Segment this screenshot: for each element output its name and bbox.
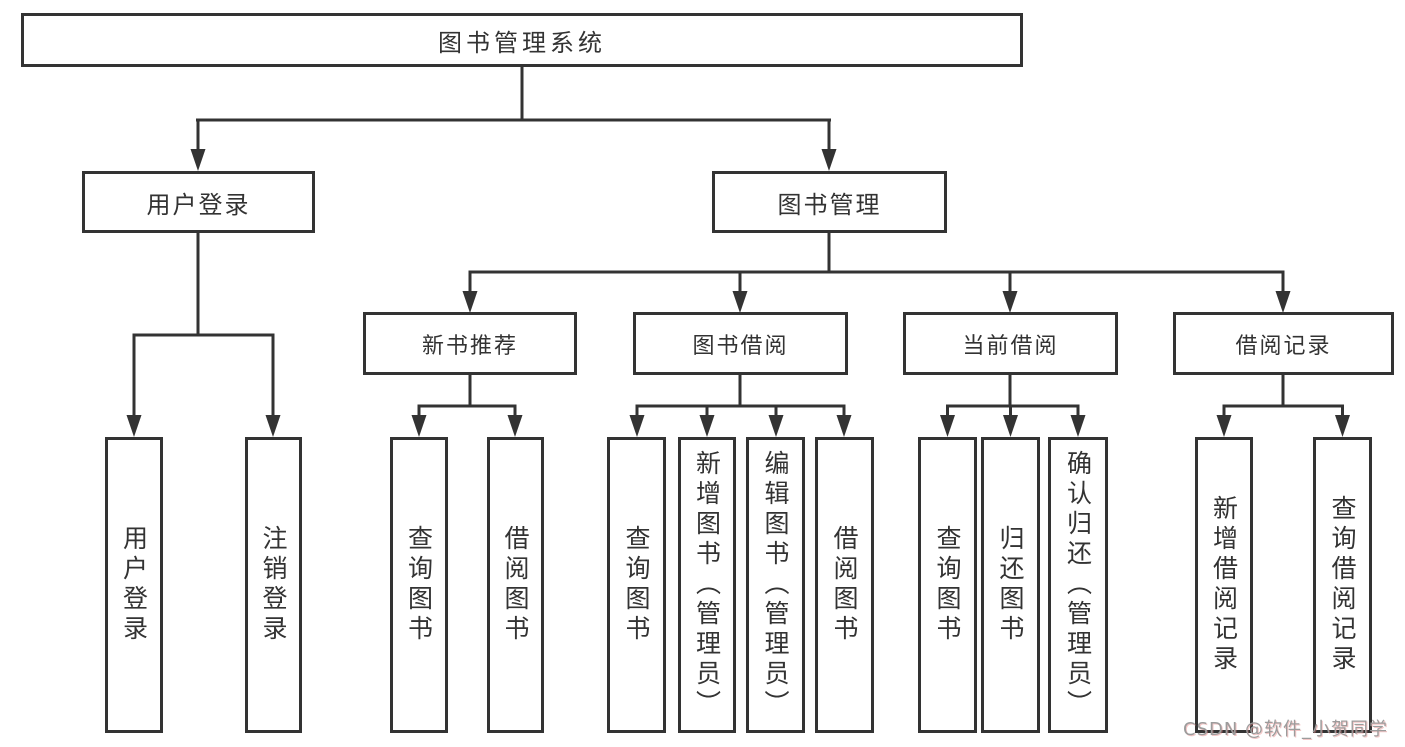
connector-book-borrow <box>629 375 852 437</box>
connector-root <box>190 67 837 171</box>
connector-new-book-rec <box>411 375 523 437</box>
leaf-cb-query-book-label: 查询图书 <box>933 525 962 645</box>
connector-borrow-records <box>1216 375 1350 437</box>
leaf-bb-edit-book: 编辑图书（管理员） <box>746 437 805 733</box>
node-book-mgmt: 图书管理 <box>712 171 947 233</box>
node-book-borrow-label: 图书借阅 <box>692 333 789 359</box>
leaf-nbr-query-book-label: 查询图书 <box>404 525 434 645</box>
leaf-cb-return-book: 归还图书 <box>981 437 1040 733</box>
leaf-cb-confirm-return: 确认归还（管理员） <box>1048 437 1108 733</box>
leaf-user-login-label: 用户登录 <box>119 525 149 645</box>
leaf-nbr-borrow-book-label: 借阅图书 <box>501 525 530 645</box>
node-user-login: 用户登录 <box>82 171 315 233</box>
node-current-borrow-label: 当前借阅 <box>962 333 1059 359</box>
leaf-br-add-record: 新增借阅记录 <box>1195 437 1253 733</box>
connector-book-mgmt <box>462 233 1291 313</box>
leaf-bb-query-book-label: 查询图书 <box>622 525 651 645</box>
leaf-user-login: 用户登录 <box>105 437 163 733</box>
leaf-br-add-record-label: 新增借阅记录 <box>1209 495 1239 675</box>
leaf-nbr-query-book: 查询图书 <box>390 437 448 733</box>
leaf-cb-return-book-label: 归还图书 <box>996 525 1025 645</box>
leaf-bb-query-book: 查询图书 <box>607 437 666 733</box>
node-book-mgmt-label: 图书管理 <box>777 190 882 219</box>
leaf-bb-add-book: 新增图书（管理员） <box>678 437 736 733</box>
leaf-nbr-borrow-book: 借阅图书 <box>487 437 544 733</box>
node-borrow-records: 借阅记录 <box>1173 312 1394 375</box>
leaf-br-query-record: 查询借阅记录 <box>1313 437 1372 733</box>
node-borrow-records-label: 借阅记录 <box>1235 333 1332 359</box>
leaf-bb-edit-book-label: 编辑图书（管理员） <box>761 450 790 720</box>
leaf-br-query-record-label: 查询借阅记录 <box>1328 495 1357 675</box>
connector-current-borrow <box>940 375 1086 437</box>
leaf-logout-label: 注销登录 <box>259 525 288 645</box>
node-book-borrow: 图书借阅 <box>633 312 848 375</box>
leaf-logout: 注销登录 <box>245 437 302 733</box>
leaf-cb-confirm-return-label: 确认归还（管理员） <box>1063 450 1093 720</box>
leaf-bb-borrow-book-label: 借阅图书 <box>830 525 859 645</box>
leaf-cb-query-book: 查询图书 <box>918 437 977 733</box>
connector-user-login <box>126 233 281 437</box>
leaf-bb-borrow-book: 借阅图书 <box>815 437 874 733</box>
node-current-borrow: 当前借阅 <box>903 312 1118 375</box>
node-user-login-label: 用户登录 <box>146 190 251 219</box>
node-new-book-rec: 新书推荐 <box>363 312 577 375</box>
node-root-label: 图书管理系统 <box>438 28 606 57</box>
node-root: 图书管理系统 <box>21 13 1023 67</box>
csdn-watermark: CSDN @软件_小贺同学 <box>1183 719 1389 740</box>
node-new-book-rec-label: 新书推荐 <box>421 333 518 359</box>
leaf-bb-add-book-label: 新增图书（管理员） <box>692 450 722 720</box>
